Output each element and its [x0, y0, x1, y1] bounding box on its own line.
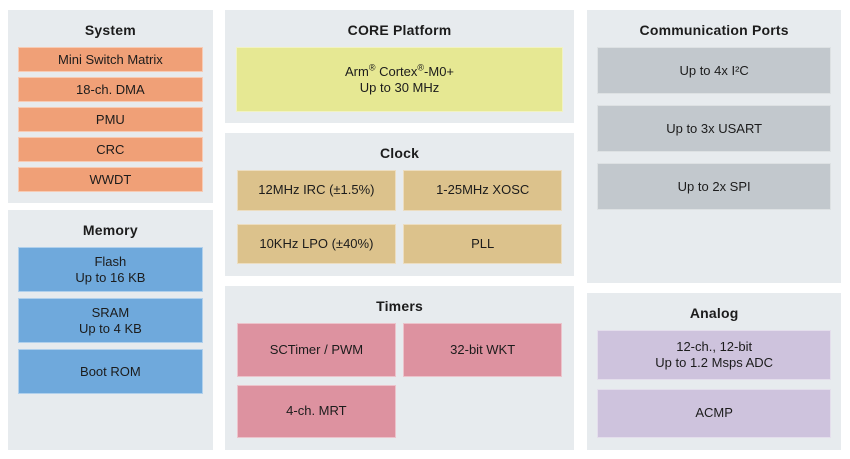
core-blocks: Arm® Cortex®-M0+ Up to 30 MHz	[225, 38, 575, 123]
clock-panel-title: Clock	[379, 145, 420, 161]
clock-panel: Clock 12MHz IRC (±1.5%) 1-25MHz XOSC 10K…	[224, 133, 575, 276]
pmu-block: PMU	[18, 107, 203, 132]
communication-ports-panel: Communication Ports Up to 4x I²C Up to 3…	[587, 10, 841, 283]
core-platform-panel-title: CORE Platform	[347, 22, 452, 38]
xosc-block: 1-25MHz XOSC	[403, 170, 563, 211]
pll-block: PLL	[403, 223, 563, 264]
sram-block: SRAM Up to 4 KB	[18, 298, 203, 343]
registered-mark: ®	[368, 62, 376, 73]
left-column: System Mini Switch Matrix 18-ch. DMA PMU…	[8, 10, 213, 450]
system-blocks: Mini Switch Matrix 18-ch. DMA PMU CRC WW…	[8, 38, 213, 203]
dma-block: 18-ch. DMA	[18, 77, 203, 102]
mini-switch-matrix-block: Mini Switch Matrix	[18, 47, 203, 72]
acmp-block: ACMP	[597, 388, 831, 438]
wkt-block: 32-bit WKT	[403, 323, 563, 377]
timers-panel: Timers SCTimer / PWM 32-bit WKT 4-ch. MR…	[224, 286, 575, 450]
cpu-name-line: Arm® Cortex®-M0+	[345, 62, 455, 80]
timers-panel-title: Timers	[376, 298, 423, 314]
cpu-family: Cortex	[375, 63, 418, 79]
communication-ports-panel-title: Communication Ports	[639, 22, 789, 38]
mrt-block: 4-ch. MRT	[236, 384, 397, 438]
core-platform-panel: CORE Platform Arm® Cortex®-M0+ Up to 30 …	[224, 10, 575, 123]
i2c-block: Up to 4x I²C	[597, 47, 831, 94]
crc-block: CRC	[18, 137, 203, 162]
wwdt-block: WWDT	[18, 167, 203, 192]
spi-block: Up to 2x SPI	[597, 163, 831, 210]
analog-blocks: 12-ch., 12-bit Up to 1.2 Msps ADC ACMP	[587, 321, 841, 450]
cpu-speed-line: Up to 30 MHz	[359, 79, 440, 95]
boot-rom-block: Boot ROM	[18, 349, 203, 394]
sctimer-pwm-block: SCTimer / PWM	[236, 323, 397, 377]
analog-panel: Analog 12-ch., 12-bit Up to 1.2 Msps ADC…	[587, 293, 841, 450]
lpo-block: 10KHz LPO (±40%)	[236, 223, 397, 264]
cortex-m0-block: Arm® Cortex®-M0+ Up to 30 MHz	[235, 47, 564, 112]
system-panel: System Mini Switch Matrix 18-ch. DMA PMU…	[8, 10, 213, 203]
adc-block: 12-ch., 12-bit Up to 1.2 Msps ADC	[597, 330, 831, 380]
cpu-model: -M0+	[424, 63, 455, 79]
memory-panel-title: Memory	[82, 222, 138, 238]
usart-block: Up to 3x USART	[597, 105, 831, 152]
irc-block: 12MHz IRC (±1.5%)	[236, 170, 397, 211]
clock-blocks: 12MHz IRC (±1.5%) 1-25MHz XOSC 10KHz LPO…	[225, 161, 575, 276]
system-panel-title: System	[84, 22, 136, 38]
memory-blocks: Flash Up to 16 KB SRAM Up to 4 KB Boot R…	[8, 238, 213, 450]
middle-column: CORE Platform Arm® Cortex®-M0+ Up to 30 …	[224, 10, 575, 450]
memory-panel: Memory Flash Up to 16 KB SRAM Up to 4 KB…	[8, 210, 213, 450]
flash-block: Flash Up to 16 KB	[18, 247, 203, 292]
communication-blocks: Up to 4x I²C Up to 3x USART Up to 2x SPI	[587, 38, 841, 283]
right-column: Communication Ports Up to 4x I²C Up to 3…	[587, 10, 841, 450]
timer-blocks: SCTimer / PWM 32-bit WKT 4-ch. MRT	[225, 314, 575, 450]
analog-panel-title: Analog	[689, 305, 739, 321]
registered-mark: ®	[417, 62, 425, 73]
cpu-brand: Arm	[345, 63, 369, 79]
